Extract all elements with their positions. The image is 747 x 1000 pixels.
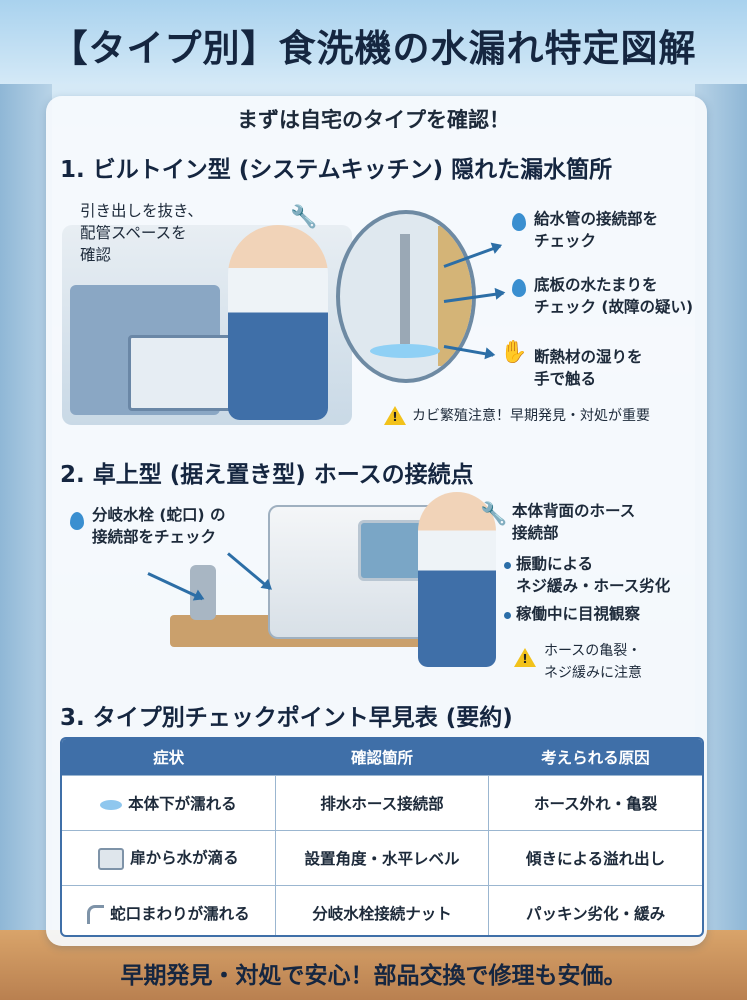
location-cell: 分岐水栓接続ナット [274, 885, 489, 935]
section1-heading: 1. ビルトイン型 (システムキッチン) 隠れた漏水箇所 [60, 157, 613, 183]
pipe-closeup-illustration [336, 210, 476, 383]
symptom-text: 本体下が濡れる [128, 795, 237, 813]
section2-warning: ホースの亀裂・ ネジ緩みに注意 [544, 643, 642, 681]
title-band [0, 0, 747, 84]
cause-cell: ホース外れ・亀裂 [488, 775, 702, 831]
bullet-marker [504, 612, 511, 619]
water-drop-icon [512, 279, 526, 297]
column-header: 考えられる原因 [488, 739, 702, 776]
location-cell: 排水ホース接続部 [274, 775, 489, 831]
page-title: 【タイプ別】食洗機の水漏れ特定図解 [50, 27, 697, 70]
check-item: 底板の水たまりを チェック (故障の疑い) [534, 276, 694, 316]
column-header: 症状 [62, 739, 276, 776]
dishwasher-window [358, 520, 424, 581]
table-row: 扉から水が滴る 設置角度・水平レベル 傾きによる溢れ出し [62, 830, 702, 886]
person-illustration [418, 492, 496, 667]
section1-left-note: 引き出しを抜き、 配管スペースを 確認 [80, 202, 203, 264]
person-illustration [228, 225, 328, 420]
check-item: 給水管の接続部を チェック [534, 210, 659, 250]
symptom-cell: 本体下が濡れる [62, 775, 276, 831]
warning-mark: ! [522, 652, 528, 666]
cause-cell: パッキン劣化・緩み [488, 885, 702, 935]
puddle [370, 344, 440, 358]
section2-bullet: 振動による ネジ緩み・ホース劣化 [516, 555, 671, 595]
faucet-icon [87, 905, 105, 924]
section2-right-title: 本体背面のホース 接続部 [512, 502, 636, 542]
water-drop-icon [70, 512, 84, 530]
water-drop-icon [100, 799, 123, 810]
symptom-cell: 蛇口まわりが濡れる [62, 885, 276, 935]
footer-message: 早期発見・対処で安心！部品交換で修理も安価。 [120, 963, 627, 989]
warning-icon [514, 648, 536, 667]
check-item: 断熱材の湿りを 手で触る [534, 348, 643, 388]
wrench-icon: 🔧 [480, 502, 508, 527]
section1-warning: カビ繁殖注意！早期発見・対処が重要 [412, 408, 650, 424]
warning-icon [384, 406, 406, 425]
table-row: 本体下が濡れる 排水ホース接続部 ホース外れ・亀裂 [62, 775, 702, 831]
symptom-text: 蛇口まわりが濡れる [110, 905, 250, 923]
checkpoint-table: 症状 確認箇所 考えられる原因 本体下が濡れる 排水ホース接続部 ホース外れ・亀… [60, 737, 704, 937]
section3-heading: 3. タイプ別チェックポイント早見表 (要約) [60, 705, 513, 731]
water-pipe [400, 234, 410, 344]
table-row: 蛇口まわりが濡れる 分岐水栓接続ナット パッキン劣化・緩み [62, 885, 702, 935]
table-header-row: 症状 確認箇所 考えられる原因 [62, 739, 702, 776]
symptom-text: 扉から水が滴る [130, 849, 239, 868]
water-drop-icon [512, 213, 526, 231]
bullet-marker [504, 562, 511, 569]
dishwasher-icon [98, 847, 125, 870]
location-cell: 設置角度・水平レベル [274, 830, 489, 886]
wrench-icon: 🔧 [290, 205, 318, 230]
section2-bullet: 稼働中に目視観察 [516, 605, 641, 623]
column-header: 確認箇所 [275, 739, 489, 776]
hand-icon: ✋ [500, 340, 528, 365]
section2-left-note: 分岐水栓 (蛇口) の 接続部をチェック [92, 506, 226, 546]
section2-heading: 2. 卓上型 (据え置き型) ホースの接続点 [60, 462, 474, 488]
cause-cell: 傾きによる溢れ出し [488, 830, 702, 886]
symptom-cell: 扉から水が滴る [62, 830, 276, 886]
warning-mark: ! [392, 410, 398, 424]
intro-heading: まずは自宅のタイプを確認！ [237, 108, 510, 132]
background-cabinet-left [0, 60, 52, 960]
